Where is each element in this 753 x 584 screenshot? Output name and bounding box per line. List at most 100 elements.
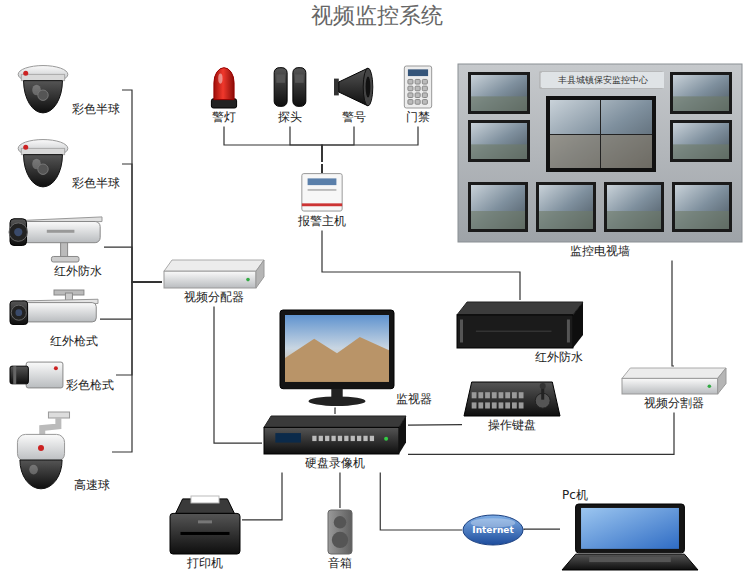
device-label: 彩色半球 xyxy=(72,102,120,116)
laptop-icon xyxy=(562,504,698,570)
icon-rect xyxy=(472,402,477,408)
icon-circle xyxy=(9,223,27,241)
icon-circle xyxy=(23,145,28,150)
icon-rect xyxy=(576,504,685,553)
device-label: 彩色枪式 xyxy=(66,378,114,392)
icon-rect xyxy=(505,392,510,398)
icon-ellipse xyxy=(366,77,371,98)
icon-rect xyxy=(567,319,570,342)
icon-rect xyxy=(471,75,527,111)
dvr-icon xyxy=(264,416,406,454)
icon-rect xyxy=(331,436,335,441)
device-node: 红外防水 xyxy=(8,214,104,280)
icon-circle xyxy=(540,383,546,389)
device-node: 红外枪式 xyxy=(8,288,100,350)
icon-rect xyxy=(264,427,399,454)
icon-path xyxy=(718,368,726,394)
antenna xyxy=(321,164,323,174)
printer-icon xyxy=(170,496,240,554)
icon-rect xyxy=(670,120,732,162)
cable-line xyxy=(122,90,162,282)
icon-rect xyxy=(422,100,427,105)
icon-rect xyxy=(51,256,79,262)
diagram-title: 视频监控系统 xyxy=(0,3,753,29)
device-label: 警灯 xyxy=(212,110,236,124)
icon-circle xyxy=(246,278,250,282)
icon-rect xyxy=(471,211,525,229)
icon-ellipse xyxy=(463,515,523,545)
icon-rect xyxy=(673,96,729,111)
cable-line xyxy=(116,282,162,375)
rack-unit-icon xyxy=(457,302,583,348)
icon-circle xyxy=(11,305,26,320)
cable-line xyxy=(524,529,560,531)
device-node: 音箱 xyxy=(326,508,354,572)
icon-rect xyxy=(471,144,527,159)
device-label: 打印机 xyxy=(187,556,223,570)
rack-box-icon xyxy=(622,368,726,394)
device-node: 彩色半球 xyxy=(14,62,122,118)
cable-line xyxy=(290,126,322,162)
icon-circle xyxy=(384,437,388,441)
icon-rect xyxy=(164,271,256,288)
icon-rect xyxy=(408,79,413,84)
icon-circle xyxy=(23,71,28,76)
icon-rect xyxy=(198,520,212,523)
icon-rect xyxy=(468,72,530,114)
device-label: Pc机 xyxy=(562,488,588,502)
icon-circle xyxy=(54,366,58,370)
device-node: Internet xyxy=(462,514,524,546)
icon-circle xyxy=(14,228,22,236)
icon-rect xyxy=(21,148,64,154)
icon-rect xyxy=(673,75,729,111)
device-node: 警号 xyxy=(332,64,376,126)
icon-rect xyxy=(468,120,530,162)
icon-path xyxy=(464,382,560,416)
icon-rect xyxy=(404,66,431,108)
icon-rect xyxy=(415,79,420,84)
icon-rect xyxy=(675,211,729,229)
icon-circle xyxy=(38,164,48,174)
cable-line xyxy=(224,126,322,162)
icon-rect xyxy=(280,310,394,389)
ir-camera-icon xyxy=(10,216,102,262)
device-label: 高速球 xyxy=(74,478,110,492)
icon-rect xyxy=(422,79,427,84)
device-label: 监视器 xyxy=(396,392,432,406)
icon-rect xyxy=(675,185,729,229)
device-node: 警灯 xyxy=(204,64,244,126)
icon-rect xyxy=(408,69,428,76)
icon-rect xyxy=(505,402,510,408)
device-label: 监控电视墙 xyxy=(570,244,630,258)
icon-path xyxy=(622,368,726,378)
icon-rect xyxy=(276,74,285,82)
icon-rect xyxy=(519,402,524,408)
icon-rect xyxy=(408,86,413,91)
icon-rect xyxy=(302,174,342,211)
icon-rect xyxy=(519,392,524,398)
cable-line xyxy=(380,472,462,530)
icon-rect xyxy=(581,508,679,549)
device-label: 视频分配器 xyxy=(184,290,244,304)
icon-rect xyxy=(302,203,342,206)
icon-rect xyxy=(415,100,420,105)
rack-box-icon xyxy=(164,260,264,288)
device-label: 红外枪式 xyxy=(50,334,98,348)
icon-rect xyxy=(539,185,593,229)
icon-rect xyxy=(415,93,420,98)
cable-line xyxy=(112,282,162,452)
icon-rect xyxy=(275,433,301,443)
cable-line xyxy=(408,412,674,454)
icon-rect xyxy=(295,74,304,82)
device-node: 彩色枪式 xyxy=(8,356,116,394)
icon-rect xyxy=(478,392,483,398)
icon-path xyxy=(24,81,63,113)
icon-rect xyxy=(408,93,413,98)
cable-line xyxy=(242,472,282,519)
device-node: Pc机 xyxy=(560,486,700,572)
icon-path xyxy=(42,418,58,436)
device-node: 视频分割器 xyxy=(620,366,728,412)
icon-rect xyxy=(370,436,374,441)
icon-rect xyxy=(550,100,652,168)
device-label: 红外防水 xyxy=(535,350,583,364)
